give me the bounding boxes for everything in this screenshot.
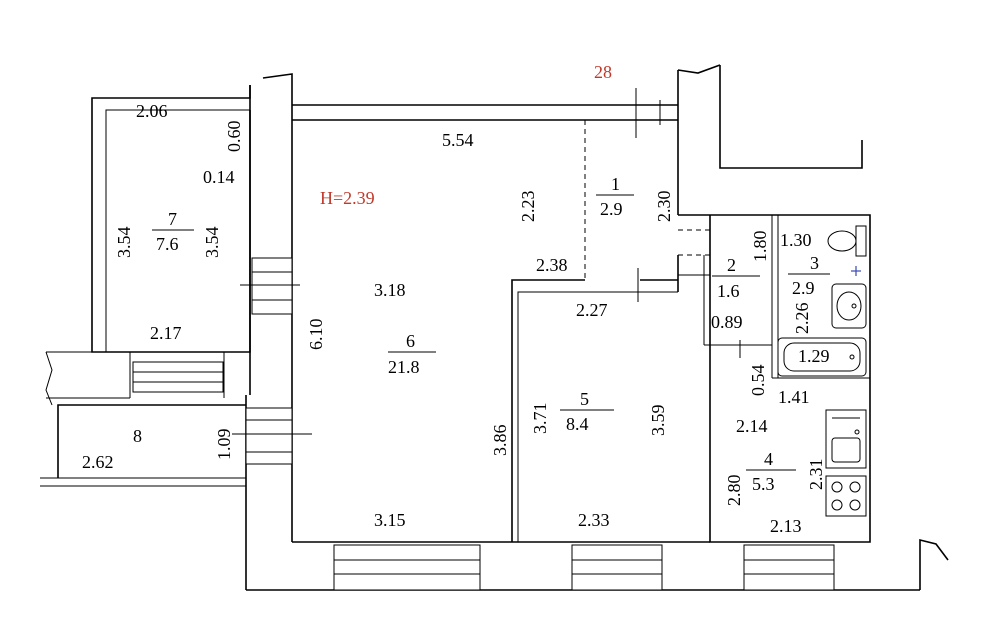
room-4-number: 4 [764,449,773,469]
dim-room4-mid: 2.14 [736,416,768,436]
room-1-area: 2.9 [600,199,623,219]
dim-room7-right: 3.54 [202,227,222,259]
dim-room8-width: 2.62 [82,452,114,472]
dim-room7-bottom: 2.17 [150,323,182,343]
dim-room5-top: 2.27 [576,300,608,320]
dim-room7-notch-v: 0.60 [224,121,244,153]
dim-room2-low: 0.54 [748,365,768,397]
dim-room7-notch-h: 0.14 [203,167,235,187]
stove-icon [825,475,867,517]
dim-room2-side: 0.89 [711,312,743,332]
room-fraction-bars [152,194,830,471]
room-3-number: 3 [810,253,819,273]
plus-mark-icon [851,266,861,276]
room-7-number: 7 [168,209,177,229]
dim-room6-step: 2.38 [536,255,568,275]
dim-room6-inner-v: 2.23 [518,191,538,223]
dim-room6-left: 6.10 [306,319,326,351]
dim-room5-left: 3.71 [530,403,550,435]
washbasin-icon [831,283,867,329]
dim-room4-right: 2.31 [806,459,826,491]
dim-room6-mid: 3.18 [374,280,406,300]
dim-room7-top: 2.06 [136,101,168,121]
room-3-area: 2.9 [792,278,815,298]
room-4-area: 5.3 [752,474,775,494]
dim-room6-right: 3.86 [490,425,510,457]
windows [132,257,835,591]
room-6-number: 6 [406,331,415,351]
dim-room4-left: 2.80 [724,475,744,507]
dim-room8-depth: 1.09 [214,429,234,461]
door-marks [232,88,741,435]
room-8-number: 8 [133,426,142,446]
dim-room5-bottom: 2.33 [578,510,610,530]
dim-room7-left: 3.54 [114,227,134,259]
bathtub-icon [777,337,867,377]
room-2-number: 2 [727,255,736,275]
ceiling-height: H=2.39 [320,188,375,208]
dim-room1-right: 2.30 [654,191,674,223]
toilet-icon [827,225,867,257]
room-7-area: 7.6 [156,234,179,254]
room-1-number: 1 [611,174,620,194]
dim-bathtub: 1.29 [798,346,830,366]
dim-room3-top: 1.30 [780,230,812,250]
dim-room4-bottom: 2.13 [770,516,802,536]
room-5-area: 8.4 [566,414,589,434]
dim-room6-top: 5.54 [442,130,474,150]
fixtures [777,225,867,517]
sheet-number: 28 [594,62,612,82]
room-2-area: 1.6 [717,281,740,301]
room-5-number: 5 [580,389,589,409]
dim-room6-bottom: 3.15 [374,510,406,530]
dim-room4-top: 1.41 [778,387,810,407]
dim-room5-right: 3.59 [648,405,668,437]
dim-room2-top: 1.80 [750,231,770,263]
dim-room3-side: 2.26 [792,303,812,335]
kitchen-sink-icon [825,409,867,469]
room-6-area: 21.8 [388,357,420,377]
